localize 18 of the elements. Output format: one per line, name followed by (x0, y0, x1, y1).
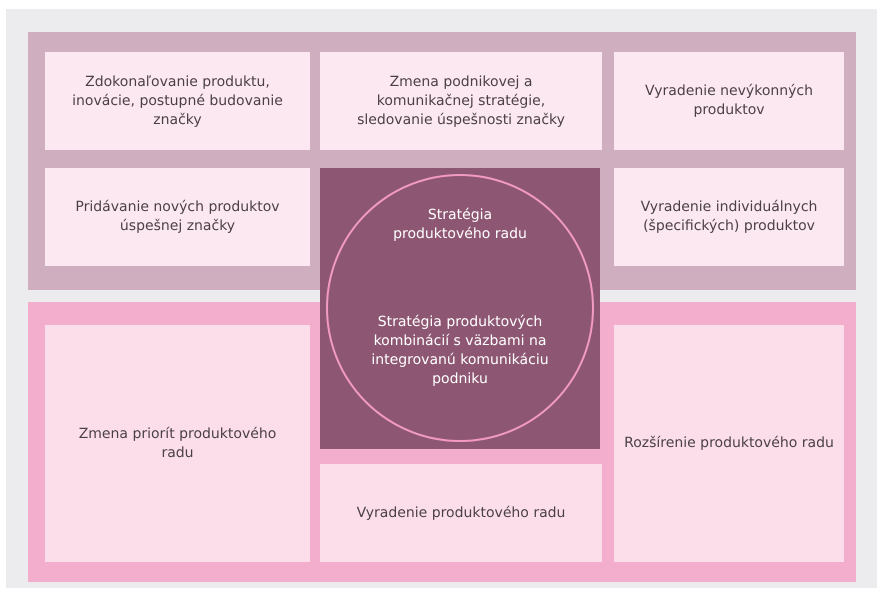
strategy-text: Pridávanie nových produktov úspešnej značky (74, 198, 281, 236)
strategy-box (320, 52, 602, 150)
strategy-text: Zdokonaľovanie produktu, inovácie, postupné budovanie značky (71, 72, 284, 130)
strategy-text: Vyradenie nevýkonných produktov (644, 82, 814, 120)
strategy-box (45, 168, 310, 266)
strategy-box (614, 325, 844, 562)
strategy-text: Vyradenie individuálnych (špecifických) produktov (640, 198, 818, 236)
strategy-box (45, 52, 310, 150)
strategy-title: Stratégia produktových kombinácií s väzbami na integrovanú komunikáciu podniku (370, 313, 550, 389)
strategy-box (614, 168, 844, 266)
strategy-box (320, 464, 602, 562)
strategy-title: Stratégia produktového radu (392, 206, 528, 244)
strategy-text: Zmena priorít produktového radu (78, 424, 278, 462)
strategy-box (45, 325, 310, 562)
strategy-text: Rozšírenie produktového radu (623, 434, 835, 453)
strategy-text: Zmena podnikovej a komunikačnej stratégie, sledovanie úspešnosti značky (356, 72, 566, 130)
strategy-text: Vyradenie produktového radu (356, 504, 566, 522)
strategy-box (614, 52, 844, 150)
